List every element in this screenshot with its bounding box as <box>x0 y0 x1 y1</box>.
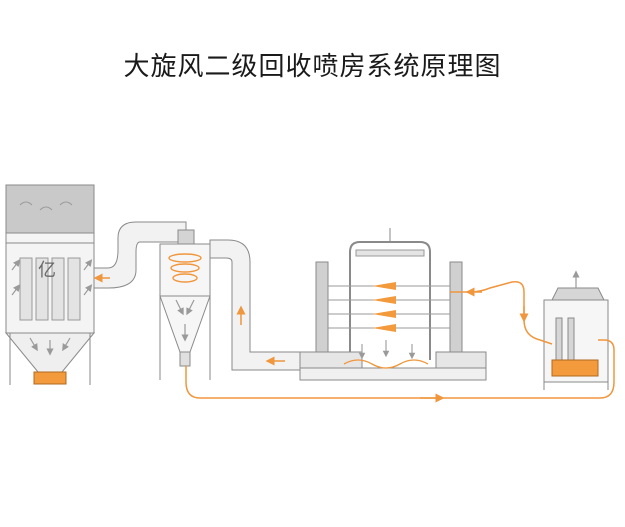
tornado-swirl-icon <box>168 253 202 283</box>
powder-hopper <box>551 359 599 377</box>
spray-gun-icon <box>328 282 450 332</box>
cyclone-separator <box>159 229 211 380</box>
booth-left-wall <box>315 261 329 363</box>
cyclone-body <box>159 243 211 297</box>
collector-hopper <box>4 332 96 373</box>
page-title: 大旋风二级回收喷房系统原理图 <box>123 52 502 82</box>
powder-bin <box>33 371 67 385</box>
orange-flow-arrow <box>185 280 615 399</box>
spray-booth <box>299 228 487 381</box>
booth-right-wall <box>449 261 463 363</box>
cyclone-top <box>177 229 195 245</box>
cartridge-collector: 亿 <box>4 184 96 385</box>
filter-cartridge-icon <box>19 257 81 321</box>
collector-top-hood <box>5 184 95 234</box>
supply-unit-roof <box>551 287 605 301</box>
watermark-logo: 亿 <box>38 260 56 281</box>
duct-booth-to-cyclone <box>209 239 301 371</box>
collector-body <box>5 232 95 334</box>
powder-supply-unit <box>543 270 609 390</box>
